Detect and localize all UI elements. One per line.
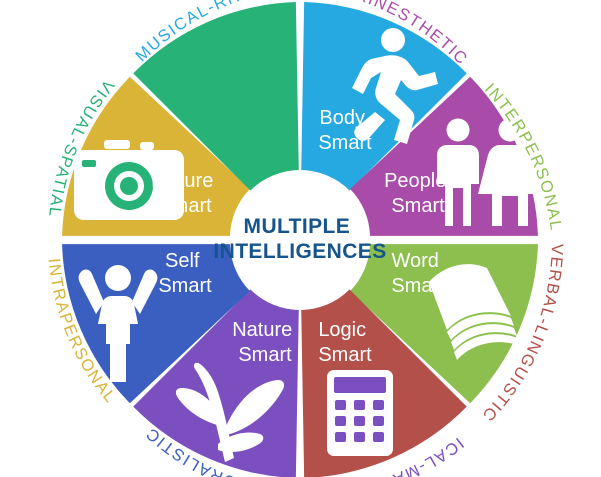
segment-word-inner-label: Word Smart (391, 250, 445, 297)
camera-icon (74, 140, 184, 220)
segment-picture[interactable]: Picture Smart (74, 2, 299, 220)
segment-logic-inner-label: Logic Smart (318, 319, 372, 366)
segment-logic[interactable]: Logic Smart (133, 288, 393, 477)
calculator-icon (327, 370, 393, 456)
segment-picture-wedge[interactable] (133, 2, 299, 192)
center-circle (230, 170, 370, 310)
center-title: MULTIPLE INTELLIGENCES (213, 215, 386, 263)
segment-body-inner-label: Body Smart (318, 107, 372, 154)
running-person-icon (352, 28, 438, 144)
segment-people-inner-label: People Smart (384, 170, 452, 217)
two-people-icon (437, 118, 542, 226)
center-hub: MULTIPLE INTELLIGENCES (213, 170, 386, 310)
segment-logic-wedge[interactable] (133, 288, 299, 477)
segment-nature-inner-label: Nature Smart (232, 319, 298, 366)
standing-person-arms-up-icon (78, 265, 158, 382)
segment-self-inner-label: Self Smart (158, 250, 212, 297)
leaf-sprout-icon (175, 362, 285, 462)
segment-picture-inner-label: Picture Smart (151, 170, 219, 217)
open-book-icon (429, 264, 520, 360)
